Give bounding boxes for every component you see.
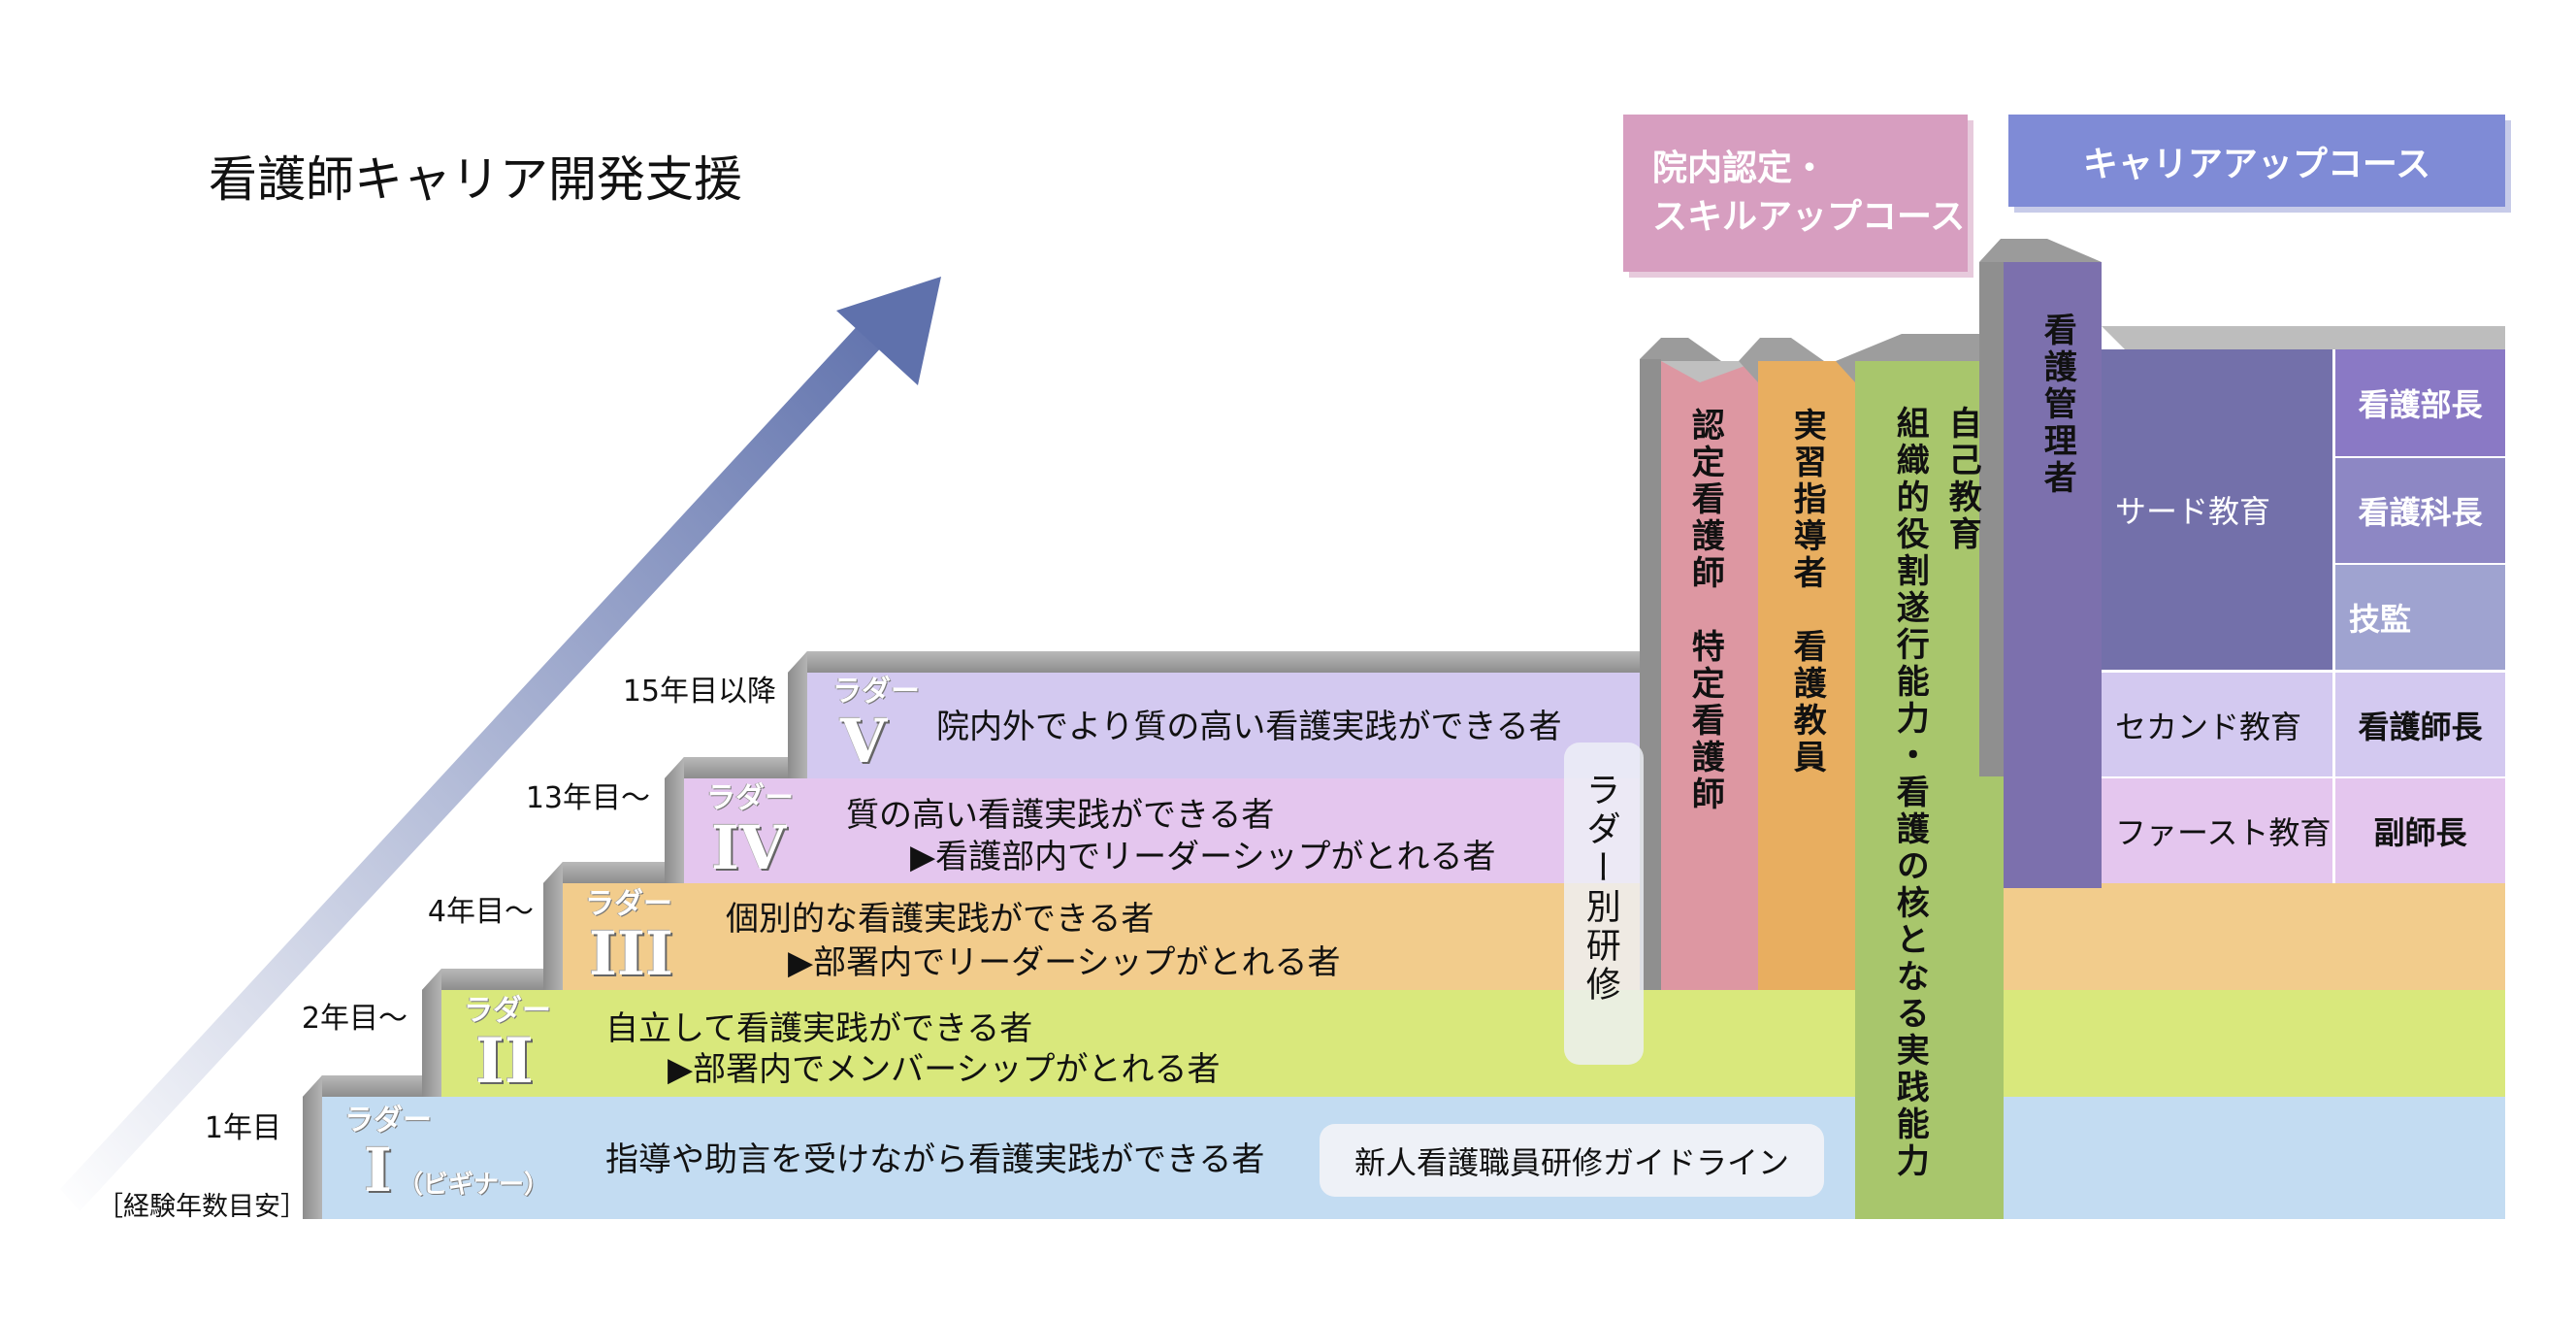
career-up-course-label: キャリアアップコース [2082, 144, 2431, 184]
second-education-cell: セカンド教育 [2102, 673, 2332, 776]
second-education-label: セカンド教育 [2115, 708, 2302, 745]
role-kacho: 看護科長 [2358, 494, 2483, 531]
year-label-4: 13年目～ [525, 781, 650, 815]
grid-separator-h3 [2335, 456, 2505, 458]
in-hospital-course-label: 院内認定・ スキルアップコース [1652, 148, 1966, 237]
role-cell-kacho: 看護科長 [2335, 458, 2505, 563]
career-columns [1640, 239, 2505, 1219]
role-cell-gikan: 技監 [2335, 565, 2505, 670]
grid-separator-h1 [2102, 670, 2505, 673]
growth-arrow [60, 277, 941, 1211]
ladder-1-line1: 指導や助言を受けながら看護実践ができる者 [605, 1140, 1265, 1179]
ladder-5-line1: 院内外でより質の高い看護実践ができる者 [936, 708, 1562, 746]
role-fukushicho: 副師長 [2373, 814, 2467, 851]
management-label: 看護管理者 [2038, 313, 2077, 497]
ladder-5-word: ラダー [832, 675, 920, 709]
year-label-5: 15年目以降 [622, 675, 776, 709]
role-cell-bucho: 看護部長 [2335, 349, 2505, 456]
experience-label: ［経験年数目安］ [97, 1192, 307, 1222]
role-cell-shicho: 看護師長 [2335, 673, 2505, 776]
in-hospital-course-header: 院内認定・ スキルアップコース [1623, 115, 1968, 272]
ladder-3-line1: 個別的な看護実践ができる者 [726, 900, 1155, 939]
first-education-cell: ファースト教育 [2102, 778, 2332, 883]
ladder-bands [322, 673, 2505, 1219]
first-education-label: ファースト教育 [2115, 814, 2331, 851]
role-cell-fukushicho: 副師長 [2335, 778, 2505, 883]
third-education-label: サード教育 [2115, 493, 2271, 530]
page-title: 看護師キャリア開発支援 [209, 151, 742, 208]
ladder-1-numeral: I [364, 1135, 393, 1205]
ladder-5-numeral: V [840, 706, 888, 776]
beginner-note: （ビギナー） [398, 1171, 550, 1200]
certified-nurse-label: 認定看護師 特定看護師 [1685, 408, 1725, 813]
ladder-4-numeral: IV [711, 812, 787, 883]
grid-separator-h2 [2102, 776, 2505, 778]
role-shicho: 看護師長 [2358, 708, 2483, 745]
third-education-cell: サード教育 [2102, 349, 2332, 670]
role-gikan: 技監 [2349, 601, 2412, 638]
ladder-4-line1: 質の高い看護実践ができる者 [846, 796, 1275, 835]
ladder-3-word: ラダー [585, 887, 672, 921]
ladder-3-line2: ▶部署内でリーダーシップがとれる者 [788, 943, 1341, 982]
year-label-2: 2年目～ [301, 1002, 408, 1036]
org-role-label: 組織的役割遂行能力・看護の核となる実践能力 [1890, 406, 1930, 1180]
self-education-label: 自己教育 [1942, 406, 1982, 553]
ladder-4-line2: ▶看護部内でリーダーシップがとれる者 [910, 838, 1496, 876]
ladder-2-line2: ▶部署内でメンバーシップがとれる者 [668, 1050, 1221, 1089]
ladder-2-word: ラダー [464, 994, 551, 1028]
ladder-training-box [1564, 742, 1644, 1065]
career-up-course-header: キャリアアップコース [2008, 115, 2505, 207]
ladder-4-word: ラダー [706, 781, 794, 815]
ladder-training-label: ラダー別研修 [1580, 772, 1620, 1005]
year-label-1: 1年目 [204, 1111, 281, 1145]
grid-separator-h4 [2335, 563, 2505, 565]
ladder-2-line1: 自立して看護実践ができる者 [605, 1009, 1033, 1048]
role-bucho: 看護部長 [2358, 386, 2483, 423]
new-staff-guideline: 新人看護職員研修ガイドライン [1320, 1124, 1824, 1197]
ladder-3-numeral: III [589, 918, 674, 989]
grid-separator-v [2332, 349, 2335, 883]
practicum-label: 実習指導者 看護教員 [1787, 408, 1827, 776]
ladder-2-numeral: II [475, 1025, 534, 1098]
ladder-1-word: ラダー [344, 1104, 432, 1138]
year-label-3: 4年目～ [427, 895, 534, 929]
